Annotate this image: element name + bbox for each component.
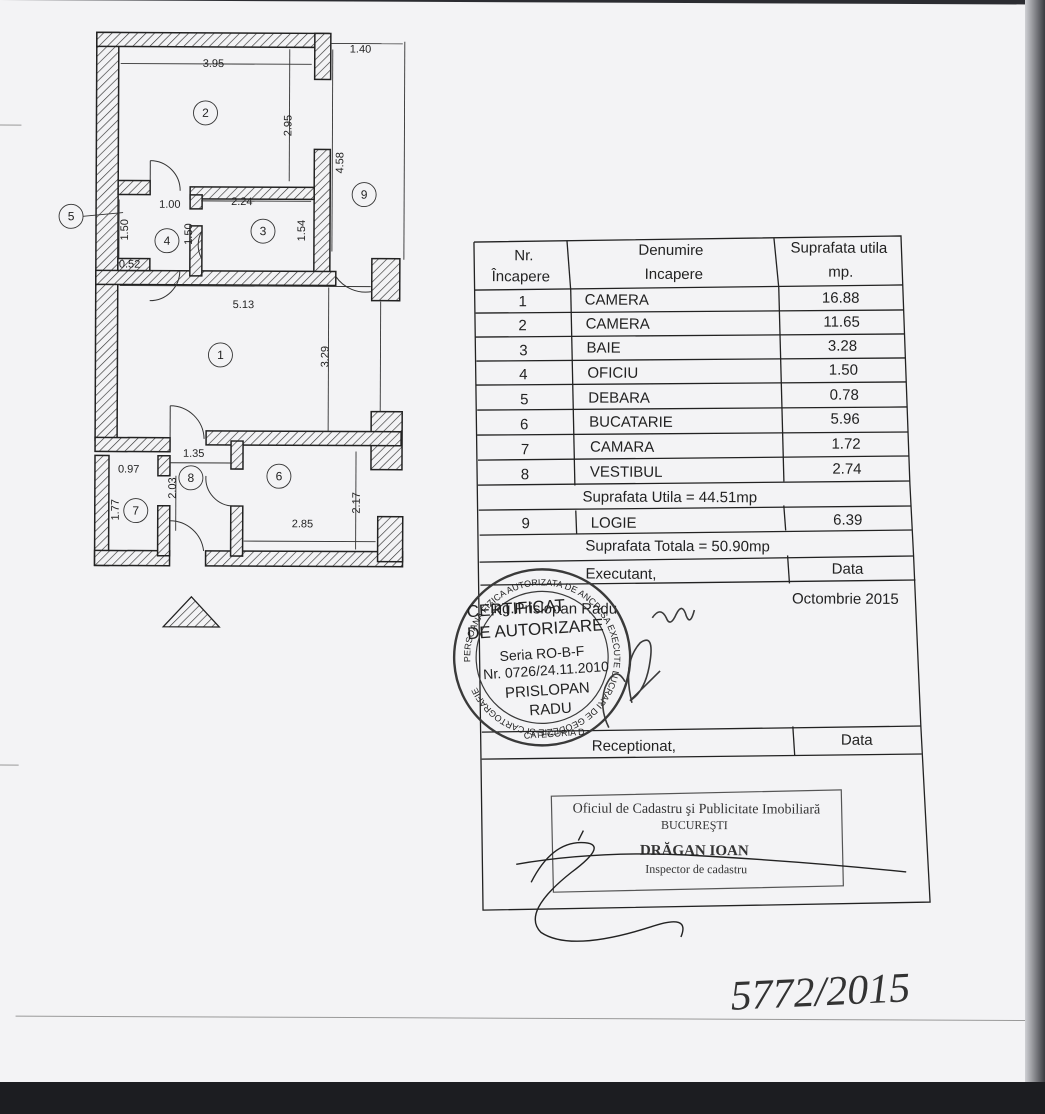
executant-data-label: Data — [832, 561, 864, 578]
header-mp: mp. — [828, 264, 853, 281]
row-9-nr: 9 — [522, 515, 530, 532]
row-6-nr: 6 — [520, 416, 528, 433]
room-number-1: 1 — [217, 348, 224, 362]
dim-1-40: 1.40 — [350, 44, 371, 56]
room-number-5: 5 — [68, 209, 75, 223]
north-arrow-icon — [161, 595, 221, 628]
row-4-name: OFICIU — [587, 365, 638, 382]
row-6-area: 5.96 — [831, 411, 860, 428]
table-grid — [473, 235, 931, 911]
dim-2-03: 2.03 — [167, 477, 179, 498]
dim-2-85: 2.85 — [292, 518, 313, 530]
round-stamp: PERSOANA FIZICA AUTORIZATA DE ANCPI SA E… — [452, 568, 632, 747]
header-denumire: Denumire — [638, 242, 703, 259]
dim-3-29: 3.29 — [319, 346, 331, 367]
row-5-nr: 5 — [520, 391, 528, 408]
signature-receptionat — [516, 830, 907, 942]
row-8-name: VESTIBUL — [590, 464, 663, 481]
room-number-8: 8 — [188, 471, 195, 485]
dim-1-50-a: 1.50 — [119, 219, 131, 240]
stamp-line-prislopan: PRISLOPAN — [504, 679, 590, 702]
row-1-name: CAMERA — [585, 292, 649, 309]
background-surface — [0, 1082, 1045, 1114]
table-header: Nr. Încapere Denumire Incapere Suprafata… — [491, 239, 888, 285]
stamp-line-radu: RADU — [529, 700, 573, 720]
dim-4-58: 4.58 — [334, 152, 346, 173]
office-stamp-line2: BUCUREŞTI — [661, 818, 728, 832]
room-markers — [58, 100, 377, 524]
room-number-9: 9 — [361, 188, 368, 202]
stamp-line-seria: Seria RO-B-F — [499, 643, 585, 665]
room-number-6: 6 — [276, 469, 283, 483]
office-stamp-line3: DRĂGAN IOAN — [640, 842, 749, 859]
executant-label: Executant, — [585, 566, 656, 583]
dimension-texts: 3.95 1.40 2.95 4.58 1.00 2.24 1.50 1.50 … — [110, 44, 372, 531]
wall-hatching — [93, 31, 404, 568]
row-7-name: CAMARA — [590, 439, 654, 456]
row-4-nr: 4 — [519, 366, 527, 383]
door-swings — [149, 160, 372, 551]
room-number-4: 4 — [164, 234, 171, 248]
suprafata-utila-total: Suprafata Utila = 44.51mp — [582, 489, 757, 507]
dim-1-50-b: 1.50 — [183, 223, 195, 244]
wall-mid — [95, 269, 337, 287]
row-7-area: 1.72 — [831, 436, 860, 453]
document-page: 3.95 1.40 2.95 4.58 1.00 2.24 1.50 1.50 … — [0, 0, 1030, 1087]
row-3-area: 3.28 — [828, 338, 857, 355]
receptionat-label: Receptionat, — [592, 738, 676, 755]
row-4-area: 1.50 — [829, 362, 858, 379]
table-rows: 1 CAMERA 16.88 2 CAMERA 11.65 3 BAIE 3.2… — [518, 290, 861, 484]
office-stamp: Oficiul de Cadastru şi Publicitate Imobi… — [550, 789, 844, 893]
office-stamp-line4: Inspector de cadastru — [645, 862, 747, 876]
header-suprafata-utila: Suprafata utila — [791, 239, 888, 256]
row-8-area: 2.74 — [832, 461, 861, 478]
receptionat-data-label: Data — [841, 732, 873, 749]
executant-date: Octombrie 2015 — [792, 590, 899, 607]
dim-0-97: 0.97 — [118, 464, 139, 476]
row-2-area: 11.65 — [823, 314, 860, 331]
dim-1-77: 1.77 — [110, 499, 122, 520]
row-3-nr: 3 — [519, 342, 527, 359]
header-nr: Nr. — [514, 247, 533, 264]
room-number-2: 2 — [202, 106, 209, 120]
signature-executant — [601, 607, 696, 729]
room-number-3: 3 — [260, 224, 267, 238]
row-5-area: 0.78 — [830, 387, 859, 404]
office-stamp-line1: Oficiul de Cadastru şi Publicitate Imobi… — [573, 802, 822, 818]
row-1-nr: 1 — [518, 293, 526, 310]
row-6-name: BUCATARIE — [589, 414, 673, 431]
row-7-nr: 7 — [521, 441, 529, 458]
stamp-category: CATEGORIA D — [523, 727, 585, 741]
dim-3-95: 3.95 — [203, 58, 224, 70]
row-9-area: 6.39 — [833, 512, 862, 529]
margin-marks — [0, 124, 1026, 1021]
floor-plan: 3.95 1.40 2.95 4.58 1.00 2.24 1.50 1.50 … — [58, 31, 406, 628]
handwritten-registration-number: 5772/2015 — [730, 965, 912, 1020]
dim-1-35: 1.35 — [183, 448, 204, 460]
row-5-name: DEBARA — [588, 390, 650, 407]
row-1-area: 16.88 — [822, 290, 860, 307]
dim-2-17: 2.17 — [351, 492, 363, 513]
dimension-lines — [118, 41, 406, 550]
dim-2-95: 2.95 — [282, 115, 294, 136]
row-3-name: BAIE — [586, 340, 620, 357]
suprafata-totala: Suprafata Totala = 50.90mp — [585, 538, 770, 556]
row-8-nr: 8 — [521, 466, 529, 483]
dim-0-52: 0.52 — [119, 259, 140, 271]
page-edge-shadow — [1025, 0, 1045, 1082]
header-denumire-incapere: Incapere — [645, 266, 703, 283]
dim-1-54: 1.54 — [296, 220, 308, 241]
executant-name: ing.Prislopan Radu — [490, 600, 617, 618]
header-incapere: Încapere — [491, 268, 550, 285]
row-2-name: CAMERA — [586, 316, 650, 333]
dim-5-13: 5.13 — [233, 299, 254, 311]
room-number-7: 7 — [132, 504, 139, 518]
row-2-nr: 2 — [518, 317, 526, 334]
area-table: Nr. Încapere Denumire Incapere Suprafata… — [0, 124, 1026, 1021]
row-9-name: LOGIE — [591, 515, 637, 532]
dim-1-00: 1.00 — [159, 199, 180, 211]
dim-2-24: 2.24 — [231, 196, 252, 208]
